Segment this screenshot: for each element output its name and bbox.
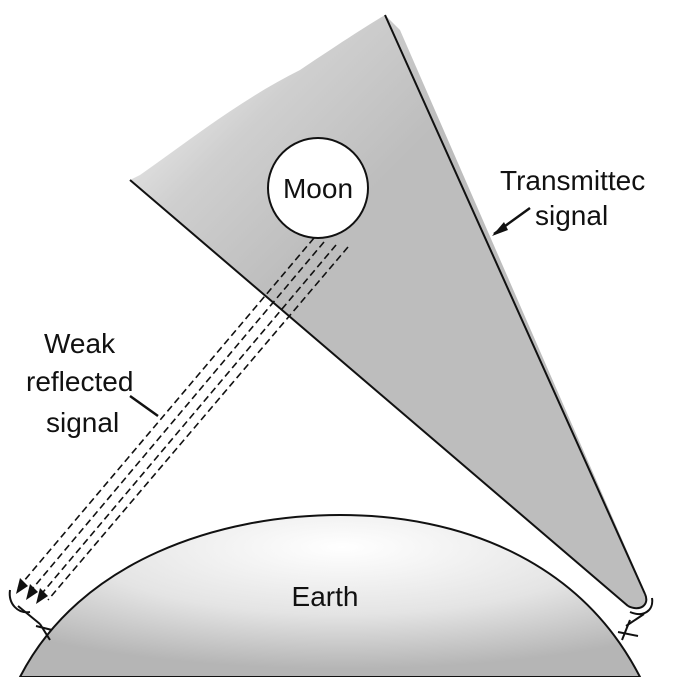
- beam-tip: [627, 593, 648, 610]
- reflected-signal-label-line1: Weak: [44, 328, 116, 359]
- transmitted-signal-beam: [130, 15, 647, 609]
- transmitted-signal-label-line1: Transmittec: [500, 165, 645, 196]
- earth-surface: [18, 513, 642, 677]
- reflected-arrowheads: [16, 578, 48, 604]
- reflected-signal-pointer: [129, 394, 159, 418]
- transmitted-signal-label-line2: signal: [535, 200, 608, 231]
- receiver-antenna-icon: [8, 589, 53, 641]
- reflected-signal-label-line3: signal: [46, 407, 119, 438]
- beam-right-edge: [384, 14, 646, 595]
- beam-left-edge: [129, 179, 629, 607]
- moon-label: Moon: [283, 173, 353, 204]
- moon-circle: [267, 137, 369, 239]
- transmitted-signal-pointer-head: [492, 222, 508, 236]
- reflected-signal-label-line2: reflected: [26, 366, 133, 397]
- reflected-signal-lines: [17, 237, 349, 601]
- transmitter-antenna-icon: [617, 597, 654, 641]
- earth-label: Earth: [292, 581, 359, 612]
